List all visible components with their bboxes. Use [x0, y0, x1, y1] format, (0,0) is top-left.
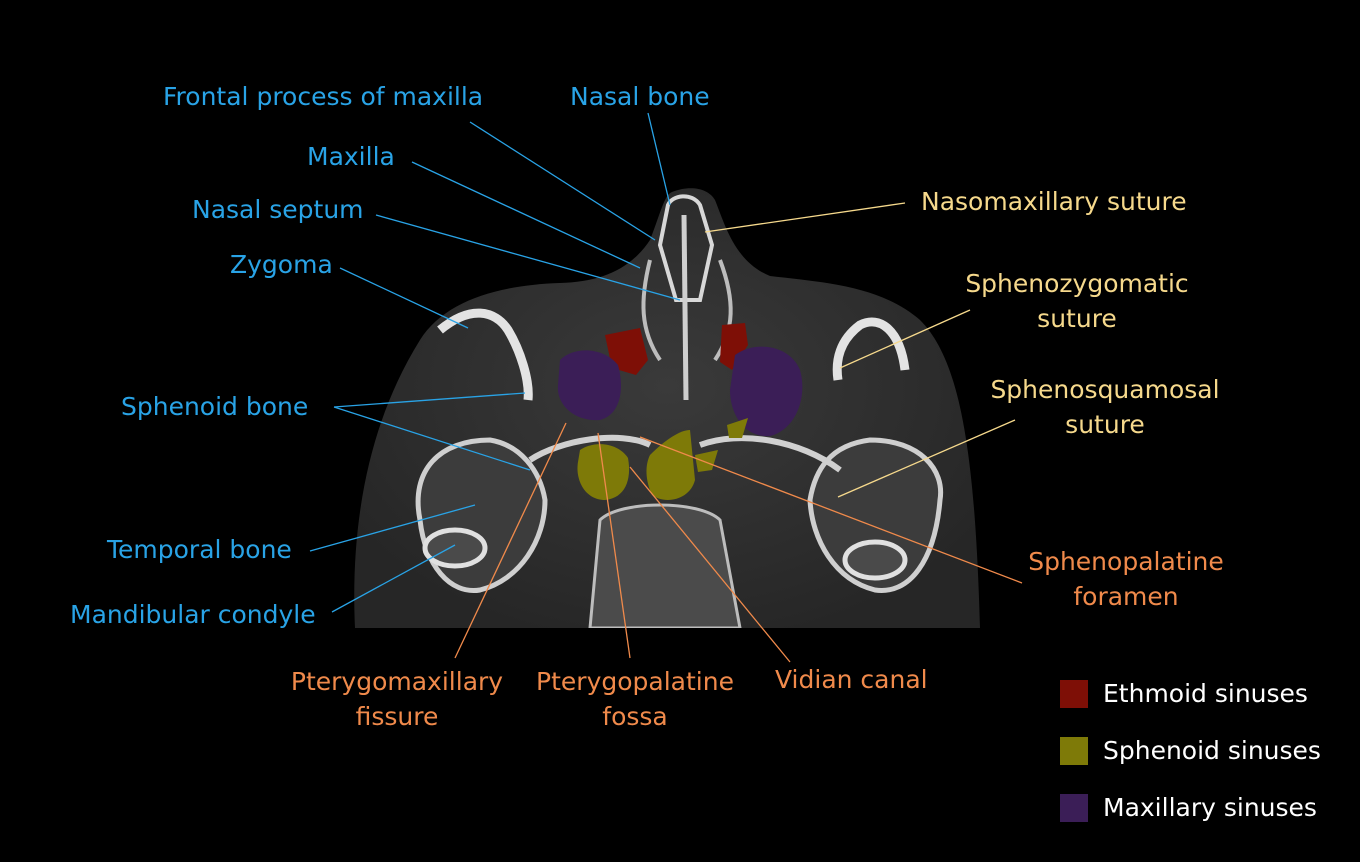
bone-leader-lines	[309, 112, 681, 613]
label-line: fossa	[602, 702, 668, 731]
label-line: suture	[1037, 304, 1117, 333]
label-line: Sphenosquamosal	[990, 375, 1220, 404]
sphenoid-sinus-center	[646, 430, 695, 500]
label-nasomaxillary-suture: Nasomaxillary suture	[921, 187, 1187, 216]
label-nasal-septum: Nasal septum	[192, 195, 364, 224]
legend-item-maxillary: Maxillary sinuses	[1060, 793, 1317, 823]
left-zygoma	[437, 308, 533, 401]
ethmoid-sinus-right	[720, 323, 748, 370]
legend-item-sphenoid: Sphenoid sinuses	[1060, 736, 1321, 766]
legend-label: Sphenoid sinuses	[1103, 736, 1321, 765]
label-sphenopalatine-foramen: Sphenopalatine foramen	[1011, 544, 1241, 614]
suture-leader-lines	[704, 202, 1016, 498]
label-sphenoid-bone: Sphenoid bone	[121, 392, 309, 421]
sphenoid-sinus-small	[695, 450, 718, 472]
clivus	[588, 503, 742, 628]
label-temporal-bone: Temporal bone	[107, 535, 292, 564]
label-line: Sphenozygomatic	[965, 269, 1189, 298]
label-line: suture	[1065, 410, 1145, 439]
right-mandibular-condyle	[842, 539, 908, 581]
legend-swatch	[1060, 794, 1088, 822]
label-pterygopalatine-fossa: Pterygopalatine fossa	[520, 664, 750, 734]
legend-swatch	[1060, 737, 1088, 765]
nasal-septum-bone	[681, 214, 689, 401]
label-zygoma: Zygoma	[230, 250, 333, 279]
maxillary-sinus-right	[730, 346, 803, 437]
label-line: Sphenopalatine	[1028, 547, 1224, 576]
maxillary-sinus-left	[557, 350, 621, 421]
label-line: foramen	[1073, 582, 1179, 611]
legend-label: Ethmoid sinuses	[1103, 679, 1308, 708]
label-nasal-bone: Nasal bone	[570, 82, 710, 111]
label-maxilla: Maxilla	[307, 142, 395, 171]
sphenoid-sinus-right-small	[727, 418, 748, 438]
label-mandibular-condyle: Mandibular condyle	[70, 600, 316, 629]
label-sphenosquamosal-suture: Sphenosquamosal suture	[985, 372, 1225, 442]
label-sphenozygomatic-suture: Sphenozygomatic suture	[957, 266, 1197, 336]
nasal-pyramid	[657, 194, 715, 302]
legend-item-ethmoid: Ethmoid sinuses	[1060, 679, 1308, 709]
legend-label: Maxillary sinuses	[1103, 793, 1317, 822]
legend-swatch	[1060, 680, 1088, 708]
foramen-leader-lines	[454, 422, 1023, 663]
right-temporal-region	[807, 437, 944, 593]
left-mandibular-condyle	[422, 527, 488, 569]
label-line: Pterygomaxillary	[290, 667, 504, 696]
label-line: fissure	[355, 702, 439, 731]
label-frontal-process-of-maxilla: Frontal process of maxilla	[163, 82, 484, 111]
label-vidian-canal: Vidian canal	[775, 665, 928, 694]
label-line: Pterygopalatine	[536, 667, 734, 696]
label-pterygomaxillary-fissure: Pterygomaxillary fissure	[277, 664, 517, 734]
